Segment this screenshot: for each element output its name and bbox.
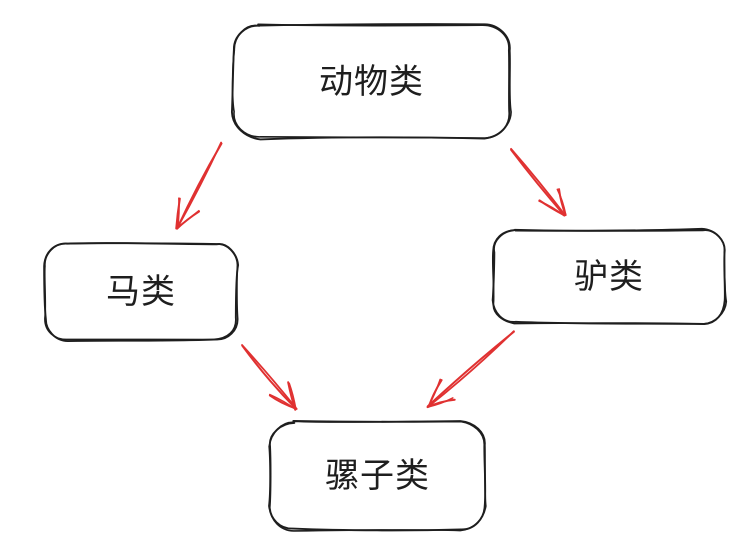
node-mule-label: 骡子类 — [325, 457, 430, 495]
arrow-horse-to-mule[interactable] — [241, 344, 298, 411]
node-box-donkey — [491, 227, 728, 325]
arrow-animal-to-donkey[interactable] — [510, 147, 567, 217]
node-horse[interactable]: 马类 — [45, 243, 237, 340]
node-box-horse — [43, 242, 240, 343]
node-mule[interactable]: 骡子类 — [270, 422, 485, 530]
node-box-mule — [268, 419, 487, 532]
node-donkey[interactable]: 驴类 — [493, 230, 725, 323]
arrow-donkey-to-mule[interactable] — [426, 330, 515, 409]
node-donkey-label: 驴类 — [574, 257, 644, 296]
node-horse-label: 马类 — [106, 272, 176, 311]
node-box-animal — [230, 23, 512, 141]
arrow-animal-to-horse[interactable] — [175, 141, 223, 230]
node-animal[interactable]: 动物类 — [233, 25, 510, 138]
node-animal-label: 动物类 — [319, 62, 424, 101]
